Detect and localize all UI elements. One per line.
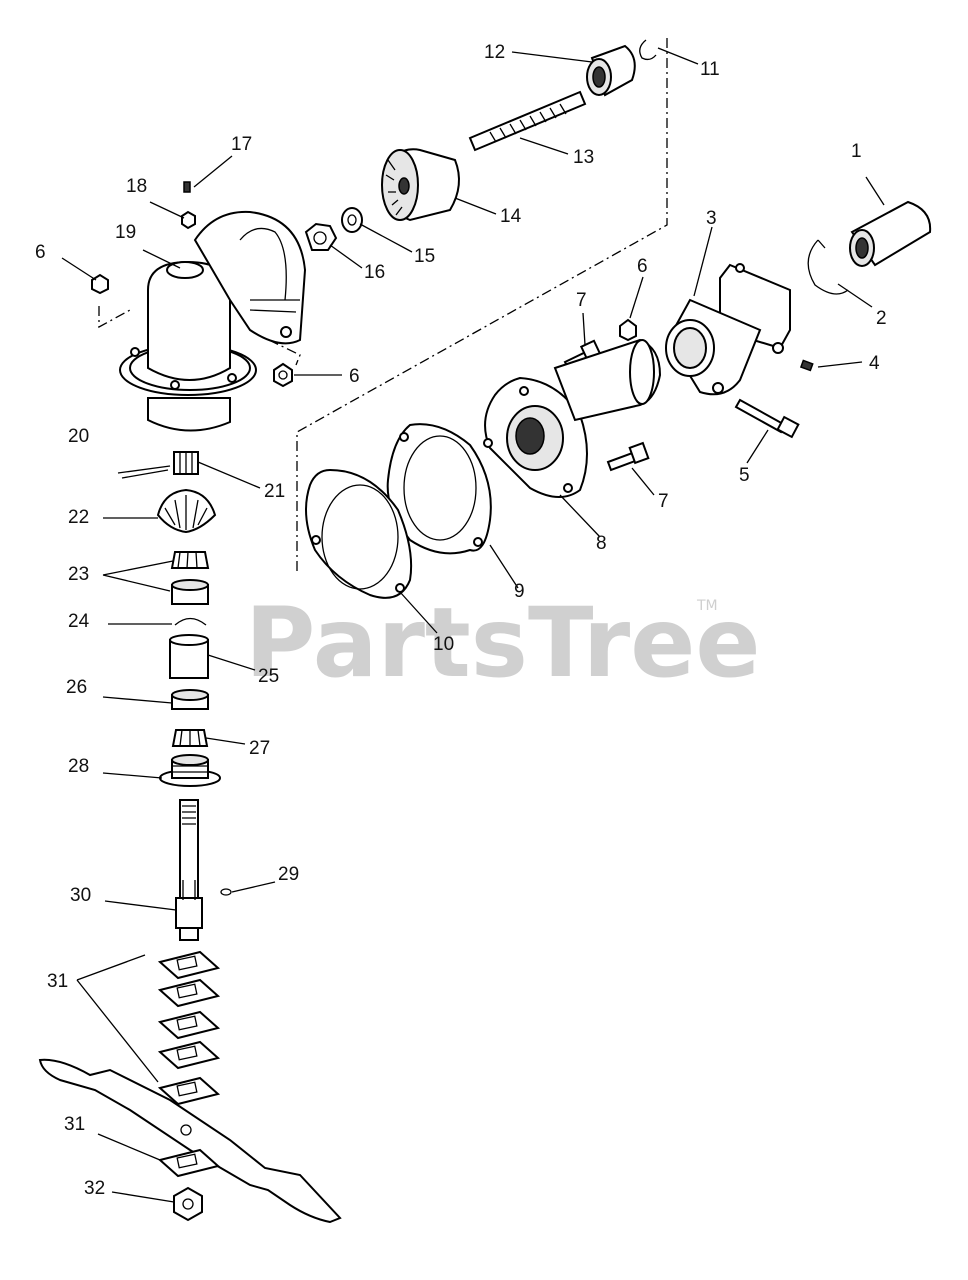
part-31-spacers [157, 950, 221, 1106]
part-9-gasket [386, 423, 492, 555]
callout-6-right: 6 [637, 256, 648, 277]
part-28-seal-housing [159, 754, 221, 787]
leader-lines [61, 47, 885, 1203]
part-12-bushing [586, 44, 636, 97]
callout-12: 12 [484, 42, 505, 63]
callout-6-lower: 6 [349, 366, 360, 387]
part-6-nut-left [91, 273, 109, 295]
callout-21: 21 [264, 481, 285, 502]
part-26-bearing-cup [171, 689, 209, 710]
callout-7-lower: 7 [658, 491, 669, 512]
callout-26: 26 [66, 677, 87, 698]
mower-blade [38, 1058, 342, 1224]
callout-3: 3 [706, 208, 717, 229]
part-29-key [220, 888, 232, 896]
callout-29: 29 [278, 864, 299, 885]
callout-15: 15 [414, 246, 435, 267]
part-13-shaft [468, 90, 587, 152]
callout-8: 8 [596, 533, 607, 554]
callout-31-upper: 31 [47, 971, 68, 992]
watermark: PartsTree [245, 587, 760, 699]
part-10-gasket [305, 468, 413, 599]
part-8-flange-housing [483, 338, 662, 498]
callout-28: 28 [68, 756, 89, 777]
part-30-spindle-shaft [175, 799, 203, 941]
part-4-set-screw [799, 359, 814, 372]
callout-11: 11 [700, 59, 720, 80]
callout-17: 17 [231, 134, 252, 155]
part-23-bearing [170, 551, 210, 605]
callout-27: 27 [249, 738, 270, 759]
callout-23: 23 [68, 564, 89, 585]
part-6-nut-right [619, 318, 637, 342]
callout-32: 32 [84, 1178, 105, 1199]
part-17-zerk-fitting [183, 181, 191, 193]
gearbox-housing [119, 210, 307, 432]
part-32-nut [173, 1186, 203, 1222]
callout-20: 20 [68, 426, 89, 447]
part-5-bolt [734, 398, 800, 439]
part-16-nut [304, 222, 338, 251]
part-3-tube-housing [665, 263, 791, 396]
callout-24: 24 [68, 611, 90, 632]
callout-2: 2 [876, 308, 887, 329]
callout-31-lower: 31 [64, 1114, 85, 1135]
callout-22: 22 [68, 507, 89, 528]
part-2-snap-ring [807, 239, 849, 295]
part-31-lower-spacer [157, 1148, 221, 1178]
callout-16: 16 [364, 262, 385, 283]
part-22-bevel-pinion [156, 488, 217, 534]
callout-7-upper: 7 [576, 290, 587, 311]
watermark-trademark: TM [696, 598, 718, 614]
part-15-washer [341, 207, 363, 233]
callout-14: 14 [500, 206, 522, 227]
callout-5: 5 [739, 465, 750, 486]
part-7-bolt-lower [606, 441, 650, 472]
callout-18: 18 [126, 176, 147, 197]
part-20-cotter-pin [117, 465, 171, 479]
callout-1: 1 [851, 141, 862, 162]
callout-19: 19 [115, 222, 136, 243]
callout-4: 4 [869, 353, 880, 374]
part-18-fitting-base [181, 210, 196, 230]
callout-6-left: 6 [35, 242, 46, 263]
part-25-spacer-tube [169, 634, 209, 679]
part-14-bevel-gear [381, 148, 460, 222]
part-27-bearing-cone [171, 729, 209, 747]
part-6-nut-lower [273, 362, 293, 388]
part-21-castle-nut [173, 451, 199, 475]
part-1-coupling [849, 200, 932, 267]
callout-25: 25 [258, 666, 279, 687]
callout-10: 10 [433, 634, 454, 655]
part-11-snap-ring [639, 39, 657, 61]
callout-9: 9 [514, 581, 525, 602]
part-24-snap-ring [174, 617, 207, 626]
callout-30: 30 [70, 885, 91, 906]
callout-13: 13 [573, 147, 594, 168]
callout-labels: 1 2 3 4 5 6 6 6 7 7 8 9 10 11 12 13 14 1… [35, 42, 887, 1199]
